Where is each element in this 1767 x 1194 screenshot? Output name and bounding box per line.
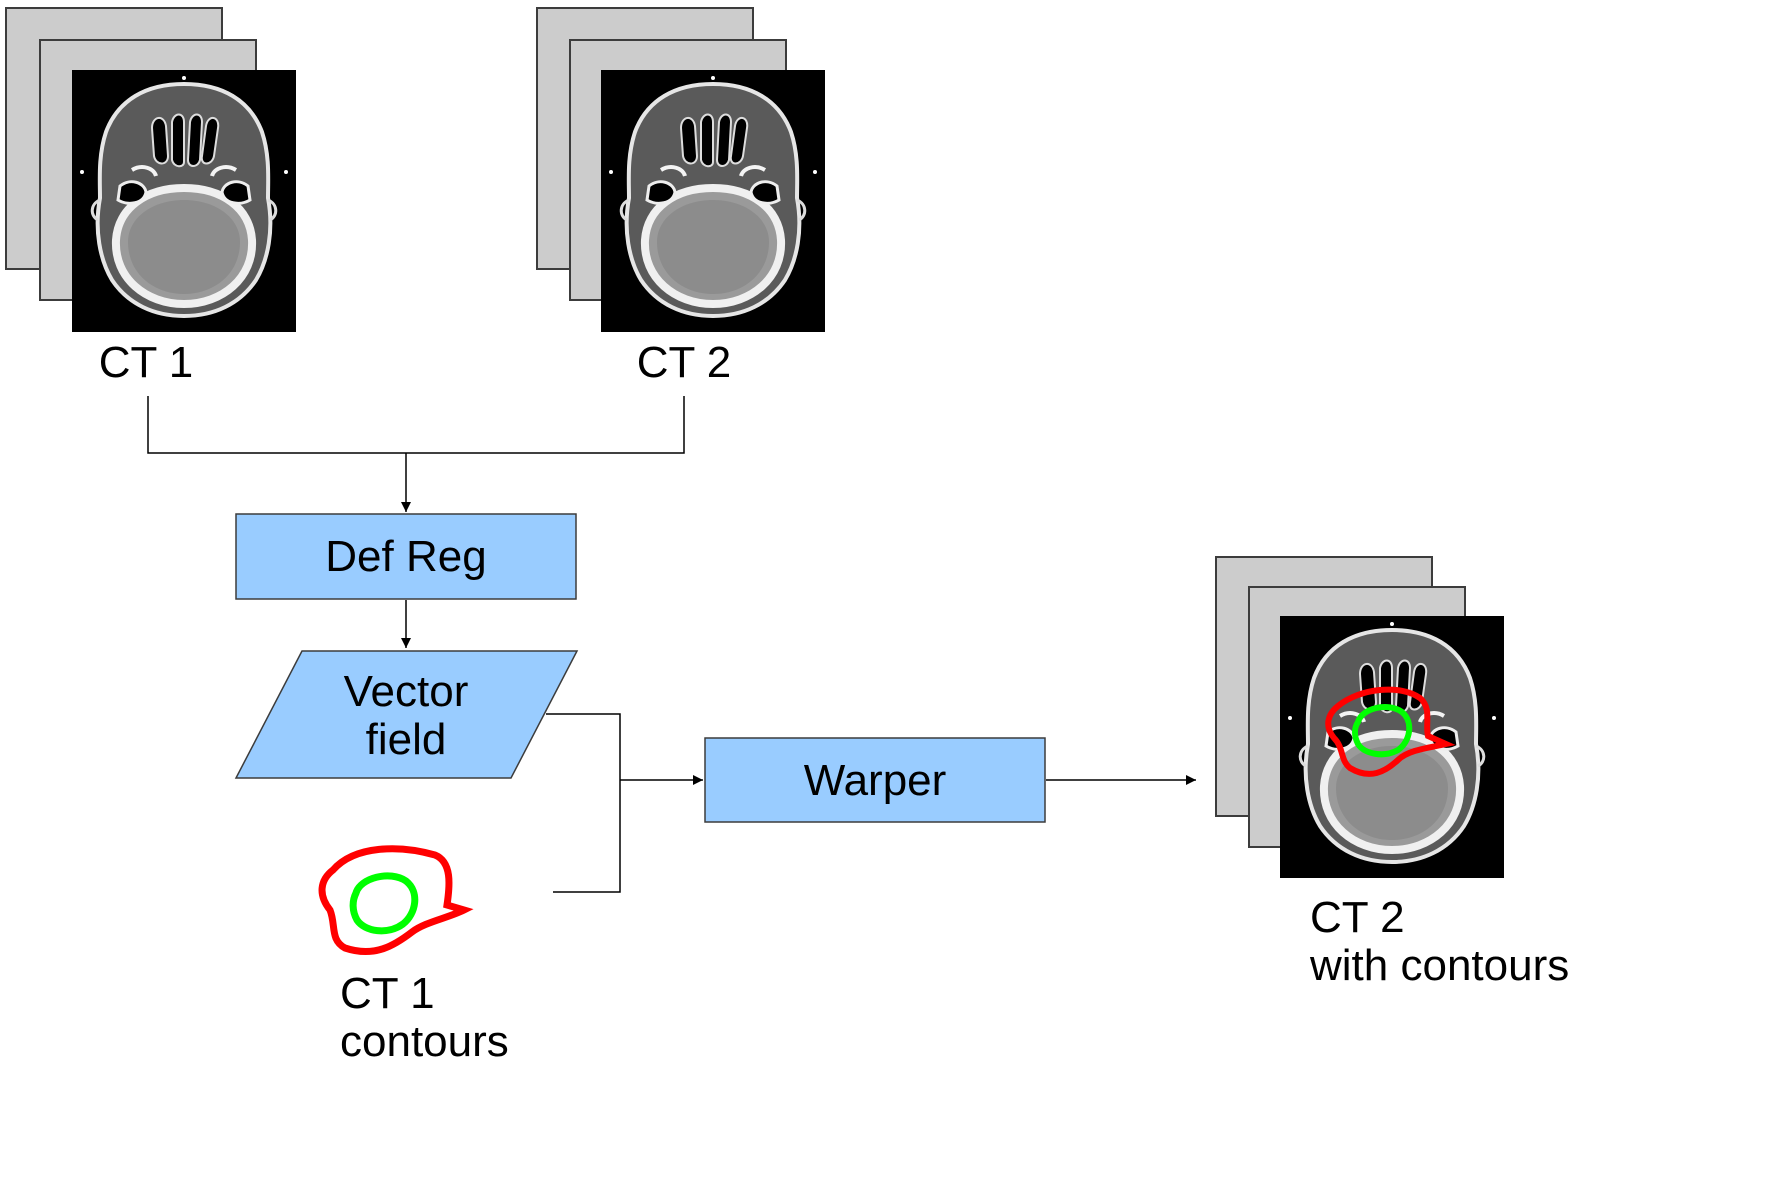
vector-field-label-line1: Vector (344, 667, 469, 716)
ct2-with-contours-label-line1: CT 2 (1310, 893, 1405, 942)
warper-box (704, 737, 1046, 823)
outer-contour (318, 845, 474, 956)
ct1-label: CT 1 (99, 338, 194, 387)
ct-slice-stack-icon (72, 70, 296, 332)
ct2-label: CT 2 (637, 338, 732, 387)
inputs-merge-connector (546, 713, 621, 893)
vector-field-label-line2: field (366, 715, 447, 764)
def-reg-label: Def Reg (325, 532, 486, 581)
ct-slice-stack-icon (601, 70, 825, 332)
ct1-contours-label-line1: CT 1 (340, 969, 435, 1018)
contour-outline-icon (318, 845, 474, 956)
ct1-scan-stack (5, 7, 296, 332)
def-reg-box (235, 513, 577, 600)
inner-contour (349, 872, 419, 935)
ct-merge-connector (147, 396, 685, 454)
ct2-with-contours-label-line2: with contours (1309, 941, 1569, 990)
ct-slice-stack-icon (1280, 616, 1504, 878)
warped-inner-contour (1352, 704, 1413, 758)
warped-outer-contour (1325, 686, 1456, 777)
ct2-with-contours-stack (1215, 556, 1504, 878)
vector-field-shape (234, 650, 579, 779)
ct2-scan-stack (536, 7, 825, 332)
ct1-contours-label-line2: contours (340, 1017, 509, 1066)
warper-label: Warper (804, 756, 947, 805)
